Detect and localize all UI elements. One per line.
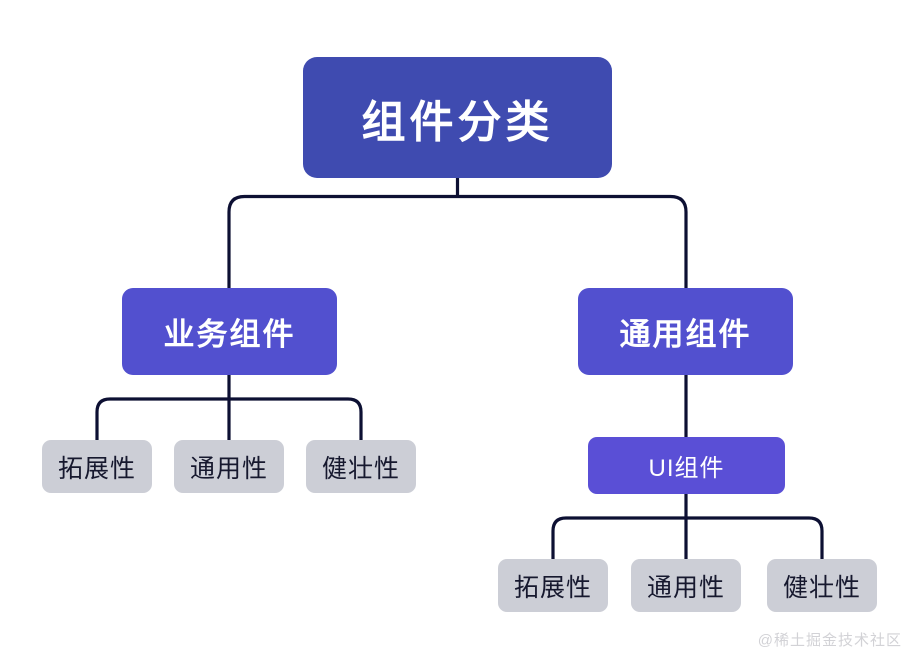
node-business-component-label: 业务组件 [163,317,296,352]
node-ui-component-label: UI组件 [648,455,725,482]
node-ui-leaf-robustness-label: 健壮性 [782,573,861,602]
node-common-component[interactable]: 通用组件 [578,288,793,375]
node-business-leaf-extensibility-label: 拓展性 [57,454,136,483]
node-ui-component[interactable]: UI组件 [588,437,785,494]
node-business-leaf-generality[interactable]: 通用性 [174,440,284,493]
connector-root-to-branches [227,178,688,288]
node-business-leaf-extensibility[interactable]: 拓展性 [42,440,152,493]
watermark: @稀土掘金技术社区 [757,632,902,649]
node-root-component-classification[interactable]: 组件分类 [303,57,612,178]
node-ui-leaf-extensibility-label: 拓展性 [513,573,592,602]
node-ui-leaf-generality-label: 通用性 [646,573,725,602]
connector-ui-to-leaves [551,494,824,559]
node-ui-leaf-generality[interactable]: 通用性 [631,559,741,612]
node-common-component-label: 通用组件 [619,317,752,352]
connector-business-to-leaves [95,375,363,440]
node-ui-leaf-robustness[interactable]: 健壮性 [767,559,877,612]
node-business-component[interactable]: 业务组件 [122,288,337,375]
node-business-leaf-robustness[interactable]: 健壮性 [306,440,416,493]
node-root-label: 组件分类 [361,97,554,147]
node-ui-leaf-extensibility[interactable]: 拓展性 [498,559,608,612]
node-business-leaf-generality-label: 通用性 [189,454,268,483]
node-business-leaf-robustness-label: 健壮性 [321,454,400,483]
